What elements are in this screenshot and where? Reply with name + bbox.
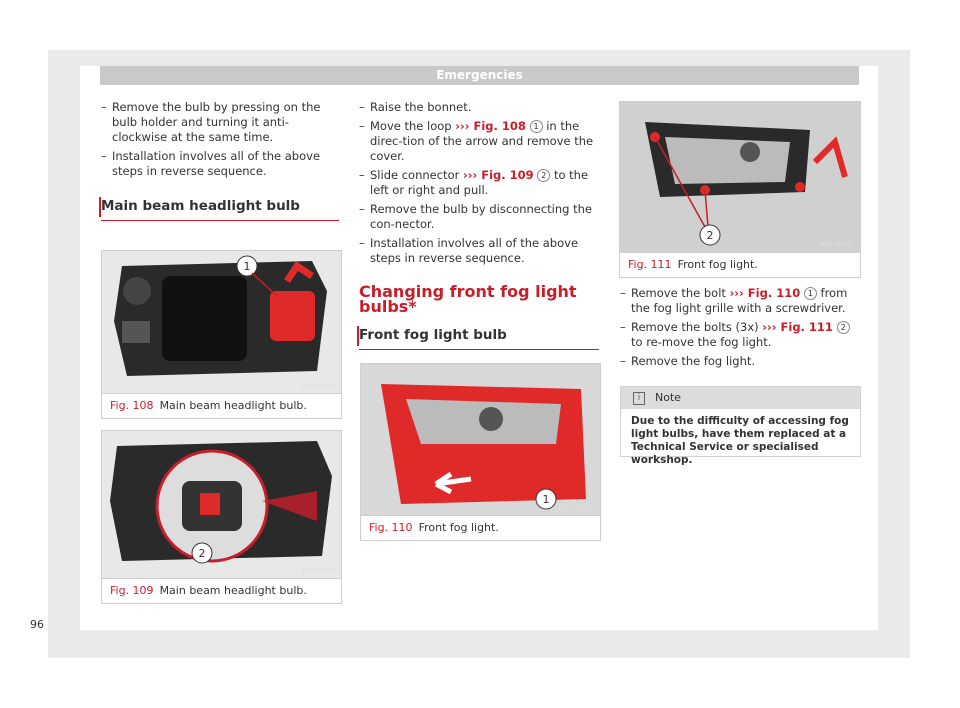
list-item: –Installation involves all of the above … <box>359 236 579 265</box>
info-icon: i <box>633 392 645 405</box>
list-item: –Remove the bolt ››› Fig. 110 1 from the… <box>620 286 848 315</box>
fog-light-image: 1 B5F-0460 <box>361 364 600 515</box>
callout-number: 2 <box>836 321 850 334</box>
callout-2: 2 <box>199 547 206 560</box>
list-item: –Remove the bulb by pressing on the bulb… <box>101 100 321 144</box>
headlight-image: 2 B5F-0459 <box>102 431 341 578</box>
subheading-fog-light: Front fog light bulb <box>357 322 599 350</box>
image-code: B5F-0461 <box>820 241 854 249</box>
figure-reference-link[interactable]: ››› Fig. 110 <box>729 286 801 300</box>
callout-number: 1 <box>529 120 543 133</box>
list-item: –Slide connector ››› Fig. 109 2 to the l… <box>359 168 589 197</box>
image-code: B5F-0457 <box>301 382 335 390</box>
column-2: –Raise the bonnet. –Move the loop ››› Fi… <box>357 100 599 350</box>
fog-light-image: 2 B5F-0461 <box>620 102 860 252</box>
column-3: –Remove the bolt ››› Fig. 110 1 from the… <box>620 286 860 373</box>
callout-2: 2 <box>707 229 714 242</box>
callout-1: 1 <box>244 260 251 273</box>
figure-reference-link[interactable]: ››› Fig. 111 <box>762 320 833 334</box>
headlight-illustration: 1 <box>102 251 341 393</box>
note-text: Due to the difficulty of accessing fog l… <box>631 415 849 466</box>
page-header: Emergencies <box>100 66 859 85</box>
list-item: –Move the loop ››› Fig. 108 1 in the dir… <box>359 119 594 163</box>
list-item: –Remove the bolts (3x) ››› Fig. 111 2 to… <box>620 320 860 350</box>
headlight-connector-illustration: 2 <box>102 431 341 578</box>
list-item: –Raise the bonnet. <box>359 100 472 114</box>
callout-number: 1 <box>803 287 817 300</box>
list-item: –Remove the bulb by disconnecting the co… <box>359 202 592 231</box>
image-code: B5F-0460 <box>560 504 594 512</box>
fog-light-bolts-illustration: 2 <box>620 102 860 252</box>
page-number: 96 <box>30 618 44 631</box>
image-code: B5F-0459 <box>301 567 335 575</box>
figure-reference-link[interactable]: ››› Fig. 108 <box>455 119 526 133</box>
list-item: –Remove the fog light. <box>620 354 756 368</box>
callout-1: 1 <box>543 493 550 506</box>
callout-number: 2 <box>537 169 551 182</box>
headlight-image: 1 B5F-0457 <box>102 251 341 393</box>
subheading-main-beam: Main beam headlight bulb <box>99 193 339 221</box>
list-item: –Installation involves all of the above … <box>101 149 321 178</box>
fog-light-grille-illustration: 1 <box>361 364 600 515</box>
column-1: –Remove the bulb by pressing on the bulb… <box>99 100 339 221</box>
section-title: Changing front fog light bulbs* <box>359 282 577 316</box>
figure-reference-link[interactable]: ››› Fig. 109 <box>462 168 534 182</box>
